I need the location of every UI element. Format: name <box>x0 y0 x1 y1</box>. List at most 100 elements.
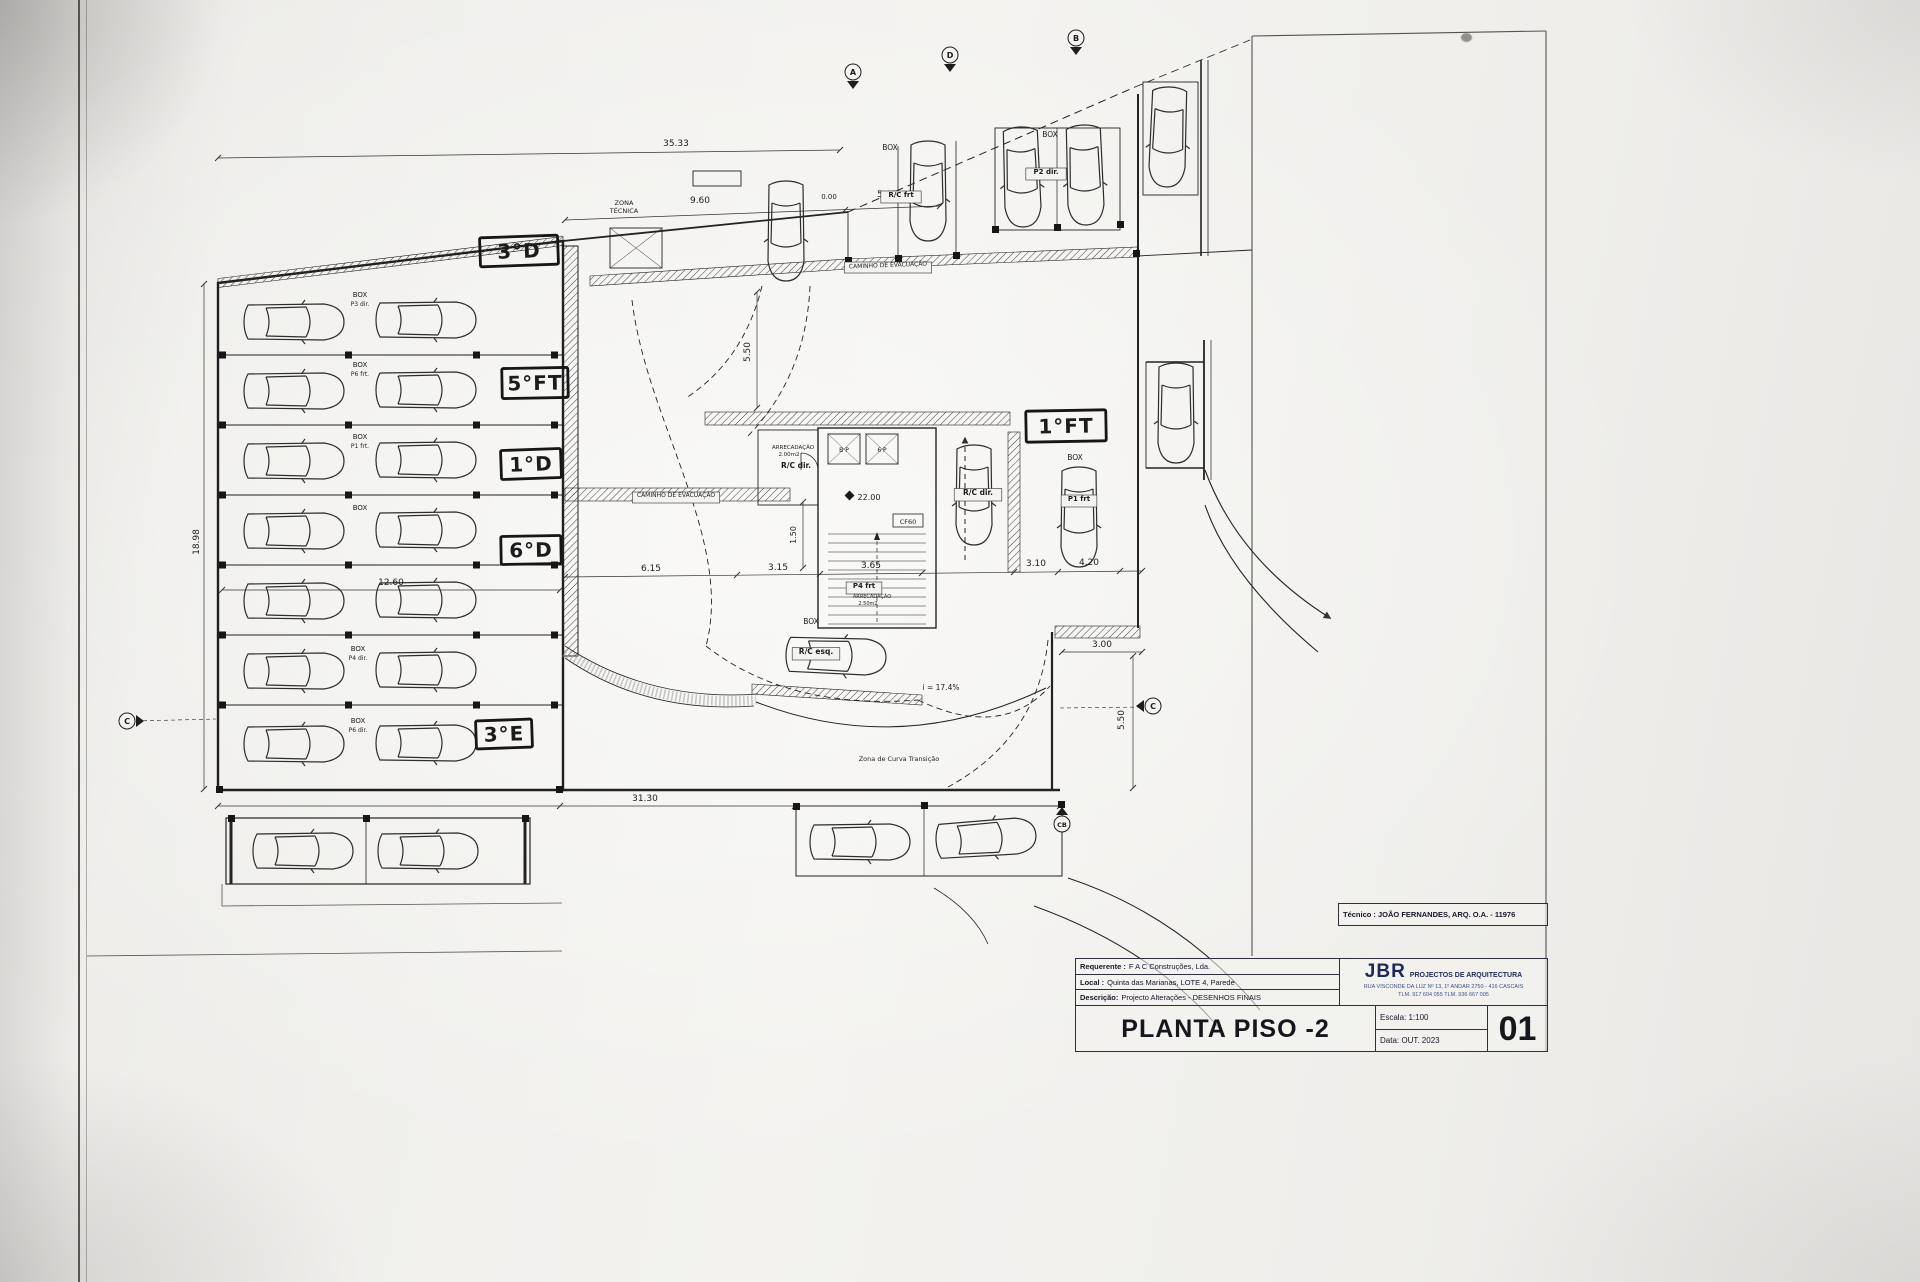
car-symbol <box>243 648 345 694</box>
svg-text:D: D <box>947 51 954 60</box>
handwritten-annotation: 3°D <box>478 233 560 269</box>
column-square <box>345 701 352 709</box>
plan-label: P1 frt <box>1068 495 1091 503</box>
scale-box: Escala: 1:100 <box>1376 1006 1487 1030</box>
title-block-fields: Requerente : F A C Construções, Lda. Loc… <box>1076 959 1340 1005</box>
car-symbol <box>375 507 477 553</box>
plan-label: BOX <box>353 504 368 512</box>
column-square <box>345 561 352 569</box>
date-box: Data: OUT. 2023 <box>1380 1036 1440 1046</box>
cars-layer <box>243 85 1199 874</box>
plan-label: BOX <box>351 645 366 653</box>
plan-label: 2.50m2 <box>858 601 877 607</box>
local-value: Quinta das Marianas, LOTE 4, Parede <box>1107 977 1235 987</box>
plan-label: 3.00 <box>1092 640 1112 650</box>
plan-label: R/C frt <box>888 191 914 199</box>
handwritten-annotation: 3°E <box>474 717 534 751</box>
svg-text:1°FT: 1°FT <box>1038 414 1094 439</box>
column-square <box>473 701 480 709</box>
column-square <box>345 491 352 499</box>
company-logo: JBR <box>1364 961 1406 982</box>
car-symbol <box>243 578 345 624</box>
plan-label: 6 P <box>877 447 887 454</box>
top-zone <box>562 39 1253 628</box>
plan-label: BOX <box>882 143 898 152</box>
car-symbol <box>243 299 345 345</box>
plan-label: 3.15 <box>768 563 788 573</box>
car-symbol <box>375 297 477 343</box>
plan-label: BOX <box>1067 453 1083 462</box>
plan-label: 1.50 <box>789 526 798 544</box>
column-square <box>1133 250 1140 257</box>
sheet-frame <box>78 0 1547 1282</box>
column-square <box>219 631 226 639</box>
column-square <box>953 252 960 259</box>
handwritten-layer: 3°D5°FT1°D6°D3°E1°FT <box>474 233 1108 751</box>
tecnico-box: Técnico : JOÃO FERNANDES, ARQ. O.A. - 11… <box>1338 903 1548 926</box>
stair-elevator-core <box>757 427 937 629</box>
svg-text:5°FT: 5°FT <box>507 371 563 396</box>
plan-label: BOX <box>353 291 368 299</box>
car-symbol <box>377 828 479 874</box>
plan-label: 2.00m2 <box>778 452 799 458</box>
car-symbol <box>1153 362 1199 464</box>
column-square <box>345 631 352 639</box>
column-square <box>219 491 226 499</box>
ramp-circulation <box>562 285 1332 792</box>
label-box <box>953 488 1003 502</box>
section-marker: CB <box>1053 807 1071 833</box>
plan-label: P3 dir. <box>351 301 370 308</box>
car-symbol <box>243 721 345 767</box>
column-square <box>551 561 558 569</box>
column-square <box>845 257 852 264</box>
plan-label: 3.10 <box>1026 559 1046 569</box>
descricao-value: Projecto Alterações - DESENHOS FINAIS <box>1121 993 1261 1003</box>
column-square <box>556 786 563 793</box>
car-symbol <box>243 508 345 554</box>
plan-label: R/C dir. <box>781 461 811 470</box>
descricao-row: Descrição: Projecto Alterações - DESENHO… <box>1076 990 1339 1005</box>
car-symbol <box>252 828 354 874</box>
label-box <box>791 647 841 661</box>
company-block: JBR PROJECTOS DE ARQUITECTURA RUA VISCON… <box>1340 959 1547 1005</box>
column-square <box>219 351 226 359</box>
column-square <box>216 786 223 793</box>
tecnico-text: Técnico : JOÃO FERNANDES, ARQ. O.A. - 11… <box>1343 910 1516 919</box>
car-symbol <box>243 368 345 414</box>
plan-label: 12.60 <box>378 578 404 588</box>
plan-label: TÉCNICA <box>609 206 639 215</box>
staple-mark <box>1461 33 1472 42</box>
column-square <box>473 561 480 569</box>
plan-label: CAMINHO DE EVACUAÇÃO <box>849 261 928 271</box>
plan-label: 5.50 <box>1117 710 1127 730</box>
drawing-title: PLANTA PISO -2 <box>1076 1006 1376 1052</box>
column-square <box>793 803 800 810</box>
company-address: RUA VISCONDE DA LUZ Nº 13, 1º ANDAR 2750… <box>1363 984 1524 990</box>
requerente-value: F A C Construções, Lda. <box>1128 961 1211 971</box>
column-square <box>473 631 480 639</box>
local-label: Local : <box>1080 977 1105 987</box>
plan-label: 6.15 <box>641 564 661 574</box>
plan-label: 0.00 <box>821 193 837 201</box>
label-box <box>1060 494 1098 508</box>
car-symbol <box>1143 85 1193 189</box>
plan-label: Zona de Curva Transição <box>859 755 940 763</box>
column-square <box>473 491 480 499</box>
car-symbol <box>375 720 477 766</box>
svg-text:C: C <box>1150 702 1156 711</box>
label-box <box>845 581 883 595</box>
car-symbol <box>375 367 477 413</box>
plan-label: 22.00 <box>858 493 881 502</box>
left-parking-block <box>216 236 579 792</box>
section-marker: B <box>1067 29 1085 55</box>
plan-label: CAMINHO DE EVACUAÇÃO <box>637 492 715 499</box>
column-square <box>1054 224 1061 231</box>
column-square <box>551 421 558 429</box>
plan-label: CF60 <box>900 518 917 526</box>
svg-text:3°D: 3°D <box>497 238 541 264</box>
svg-text:A: A <box>850 68 857 77</box>
column-square <box>345 421 352 429</box>
